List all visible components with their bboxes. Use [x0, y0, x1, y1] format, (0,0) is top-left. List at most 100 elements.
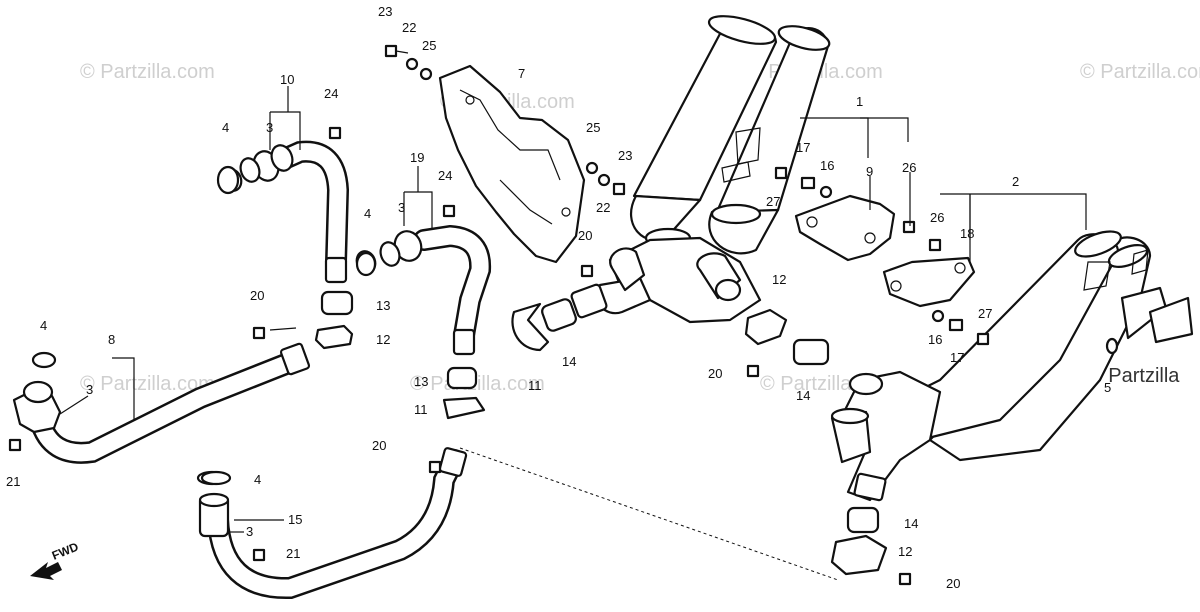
clamp-12b [744, 308, 788, 346]
callout-3: 3 [266, 120, 273, 135]
callout-26: 26 [902, 160, 916, 175]
bolt-27b [976, 332, 990, 346]
gasket-5 [1105, 337, 1119, 355]
muffler-assembly-right [830, 230, 1152, 502]
bolt-23b [612, 182, 626, 196]
nut-16b [931, 309, 945, 323]
washer-25a [419, 67, 433, 81]
callout-18: 18 [960, 226, 974, 241]
watermark: © Partzilla.com [80, 61, 215, 83]
bolt-20e [898, 572, 912, 586]
nut-22b [597, 173, 611, 187]
callout-1: 1 [856, 94, 863, 109]
callout-17: 17 [950, 350, 964, 365]
callout-20: 20 [250, 288, 264, 303]
callout-25: 25 [422, 38, 436, 53]
forward-arrow-icon: FWD [30, 539, 81, 580]
spacer-17b [948, 318, 964, 332]
clamp-11b [511, 302, 550, 352]
callout-3: 3 [398, 200, 405, 215]
callout-17: 17 [796, 140, 810, 155]
exhaust-pipe-10 [271, 140, 350, 284]
leader-lines [59, 86, 1087, 581]
exhaust-pipe-19 [413, 224, 492, 356]
callout-20: 20 [946, 576, 960, 591]
callout-21: 21 [6, 474, 20, 489]
callout-24: 24 [438, 168, 452, 183]
callout-15: 15 [288, 512, 302, 527]
bolt-20c [428, 460, 442, 474]
muffler-bracket [794, 194, 896, 262]
watermark: © Partzilla.com [1080, 61, 1200, 83]
gasket-4c [31, 351, 57, 369]
callout-12: 12 [898, 544, 912, 559]
exhaust-pipe-8 [29, 342, 311, 464]
callout-12: 12 [772, 272, 786, 287]
callout-20: 20 [578, 228, 592, 243]
callout-25: 25 [586, 120, 600, 135]
bolt-23a [384, 44, 409, 58]
callout-22: 22 [402, 20, 416, 35]
bolt-24b [442, 204, 456, 218]
muffler-assembly-left [570, 15, 831, 324]
callout-10: 10 [280, 72, 294, 87]
callout-7: 7 [518, 66, 525, 81]
callout-23: 23 [378, 4, 392, 19]
exhaust-pipe-15 [207, 447, 468, 600]
callout-20: 20 [372, 438, 386, 453]
bolt-26b [928, 238, 942, 252]
collar-13b [446, 366, 478, 390]
spacer-17a [800, 176, 816, 190]
gasket-4b [355, 251, 377, 277]
bolt-26a [902, 220, 916, 234]
collar-14 [541, 298, 577, 332]
callout-4: 4 [222, 120, 229, 135]
collar-14c [846, 506, 880, 534]
gasket-4a [216, 165, 240, 195]
callout-23: 23 [618, 148, 632, 163]
callout-12: 12 [376, 332, 390, 347]
watermark: © Partzilla.com [80, 373, 215, 395]
bolt-20b [252, 326, 266, 340]
nut-16a [819, 185, 833, 199]
watermark: © Partzilla.com [410, 373, 545, 395]
callout-3: 3 [86, 382, 93, 397]
callout-16: 16 [820, 158, 834, 173]
heat-shield [438, 64, 586, 264]
callout-13: 13 [376, 298, 390, 313]
heat-shield-plates [1120, 286, 1194, 344]
callout-16: 16 [928, 332, 942, 347]
fwd-label: FWD [50, 539, 81, 562]
nut-22a [405, 57, 419, 71]
callout-2: 2 [1012, 174, 1019, 189]
clamp-12 [314, 324, 354, 350]
callout-27: 27 [978, 306, 992, 321]
callout-26: 26 [930, 210, 944, 225]
bolt-20a [580, 264, 594, 278]
callout-19: 19 [410, 150, 424, 165]
bolt-21b [252, 548, 266, 562]
rear-bracket [882, 256, 976, 308]
bolt-20d [746, 364, 760, 378]
callout-14: 14 [904, 516, 918, 531]
collar-14b [792, 338, 830, 366]
callout-labels: 1 2 3 3 3 3 4 4 4 4 5 7 8 9 10 11 11 12 … [6, 4, 1111, 591]
gasket-4d [200, 470, 232, 486]
callout-13: 13 [414, 374, 428, 389]
callout-21: 21 [286, 546, 300, 561]
callout-14: 14 [562, 354, 576, 369]
callout-4: 4 [40, 318, 47, 333]
callout-24: 24 [324, 86, 338, 101]
clamp-12c [830, 534, 888, 576]
callout-20: 20 [708, 366, 722, 381]
callout-14: 14 [796, 388, 810, 403]
callout-4: 4 [254, 472, 261, 487]
callout-9: 9 [866, 164, 873, 179]
callout-8: 8 [108, 332, 115, 347]
callout-11: 11 [528, 378, 542, 393]
clamp-11 [442, 396, 486, 420]
callout-27: 27 [766, 194, 780, 209]
callout-22: 22 [596, 200, 610, 215]
callout-3: 3 [246, 524, 253, 539]
